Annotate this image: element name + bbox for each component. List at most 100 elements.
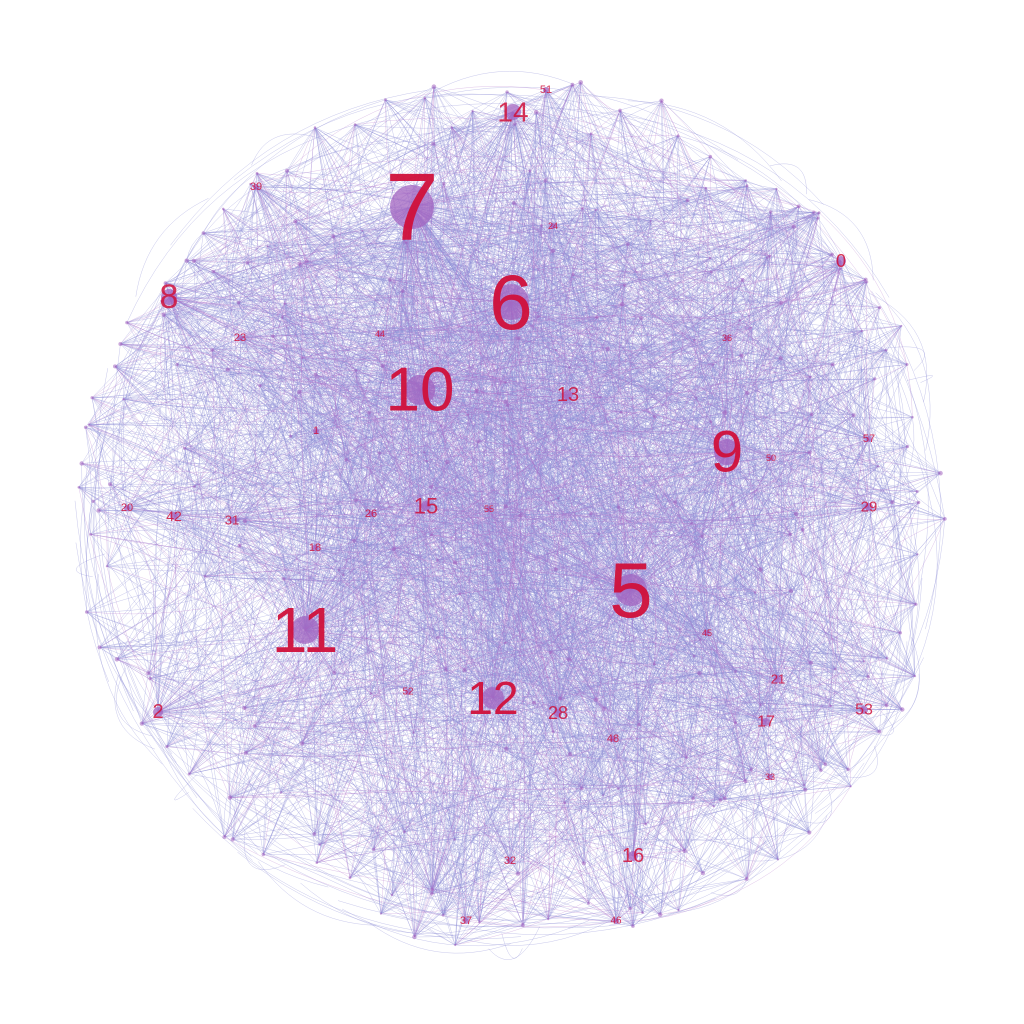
graph-node [471,109,474,113]
node-label-7: 7 [385,154,438,261]
node-label-15: 15 [414,494,438,519]
graph-node [279,791,283,794]
graph-node [462,668,467,673]
graph-node [809,412,814,417]
graph-node [505,90,509,94]
graph-node [877,729,882,734]
node-label-9: 9 [711,420,743,485]
node-label-48: 48 [607,733,619,745]
graph-node [234,517,240,523]
graph-node [266,245,269,248]
graph-node [673,500,678,504]
hub-node-12 [482,687,504,709]
node-label-11: 11 [272,594,338,666]
graph-node [829,704,833,708]
hub-node-26 [368,511,374,517]
hub-node-51 [543,87,549,93]
graph-node [659,98,664,103]
graph-node [809,660,813,665]
graph-node [601,706,607,711]
graph-node [528,169,532,173]
graph-node [315,861,319,864]
graph-node [598,533,600,536]
graph-node [380,363,385,368]
graph-node [676,134,680,138]
graph-node [467,413,470,416]
hub-node-18 [312,545,318,551]
hub-node-28 [554,709,562,717]
node-label-6: 6 [489,258,532,346]
graph-node [430,887,435,892]
graph-node [341,573,345,577]
graph-node [244,338,247,341]
graph-node [332,670,337,675]
graph-node [318,843,321,846]
graph-node [125,320,129,325]
node-label-8: 8 [160,278,179,316]
hub-node-2 [153,707,163,717]
graph-node [436,635,440,640]
graph-node [791,224,797,229]
hub-node-29 [865,503,873,511]
node-label-21: 21 [771,672,785,687]
graph-node [593,697,598,702]
graph-node [407,367,410,370]
graph-node [800,527,805,532]
graph-node [436,558,439,562]
graph-node [589,512,593,516]
graph-node [700,870,706,876]
graph-node [823,762,828,766]
graph-node [898,631,902,635]
graph-node [758,567,763,572]
node-label-0: 0 [836,251,846,271]
graph-node [775,187,778,190]
graph-node [540,224,543,228]
node-label-18: 18 [309,542,321,554]
node-label-32: 32 [504,855,516,867]
graph-node [431,141,436,146]
graph-node [163,281,168,285]
hub-node-17 [762,718,770,726]
graph-node [353,498,358,503]
graph-node [453,838,456,841]
graph-node [122,398,125,401]
hub-node-10 [405,375,435,405]
graph-node [602,794,604,797]
graph-node [296,389,302,395]
node-label-55: 55 [484,504,494,514]
graph-node [454,943,457,947]
graph-node [372,847,376,852]
graph-node [693,338,696,342]
graph-node [230,837,235,842]
graph-node [769,210,773,214]
graph-node [581,861,586,866]
graph-node [187,772,191,776]
graph-node [312,832,317,836]
graph-node [550,248,556,253]
node-label-5: 5 [609,546,652,634]
graph-node [677,909,680,912]
graph-node [242,518,248,524]
graph-node [193,485,196,488]
graph-node [183,446,187,450]
graph-node [383,98,387,102]
hub-node-32 [507,858,513,864]
graph-node [430,892,434,896]
graph-node [745,184,749,188]
hub-node-46 [613,918,619,924]
graph-node [690,521,694,525]
graph-node [571,273,575,277]
graph-node [778,356,783,361]
hub-node-33 [767,774,773,780]
graph-node [846,767,850,772]
graph-node [348,876,352,880]
graph-node [884,348,888,352]
graph-node [245,260,250,265]
hub-node-53 [860,706,868,714]
graph-node [160,299,163,302]
graph-node [682,848,687,854]
graph-node [85,610,89,614]
graph-node [551,730,555,734]
hub-node-5 [615,574,647,606]
graph-node [536,315,540,319]
